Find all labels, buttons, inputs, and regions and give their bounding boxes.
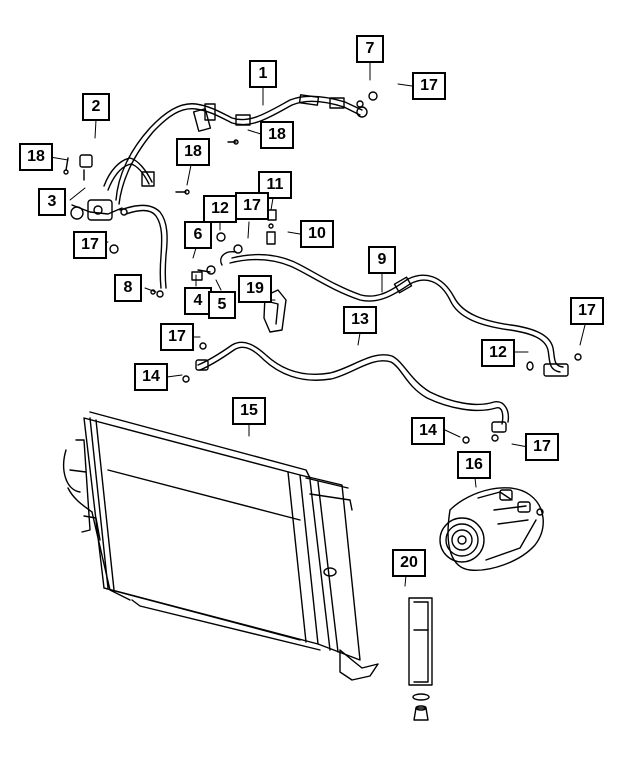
callout-17-top-right: 17 (412, 72, 446, 100)
callout-13: 13 (343, 306, 377, 334)
callout-10: 10 (300, 220, 334, 248)
callout-17-lower-right: 17 (525, 433, 559, 461)
callout-19: 19 (238, 275, 272, 303)
callout-15: 15 (232, 397, 266, 425)
callout-8: 8 (114, 274, 142, 302)
callout-5: 5 (208, 291, 236, 319)
callout-17-lower-left: 17 (160, 323, 194, 351)
small-parts-middle (191, 209, 277, 281)
callout-14-left: 14 (134, 363, 168, 391)
callout-9: 9 (368, 246, 396, 274)
callout-2: 2 (82, 93, 110, 121)
callout-17-mid: 17 (235, 192, 269, 220)
callout-16: 16 (457, 451, 491, 479)
condenser (62, 411, 379, 681)
callout-3: 3 (38, 188, 66, 216)
fasteners-upper-left (63, 139, 239, 298)
filter-kit (408, 597, 433, 721)
discharge-line-assembly (70, 91, 378, 289)
callout-14-right: 14 (411, 417, 445, 445)
callout-12-upper: 12 (203, 195, 237, 223)
liquid-hose (182, 341, 510, 444)
suction-hose (220, 250, 582, 377)
callout-6: 6 (184, 221, 212, 249)
callout-12-right: 12 (481, 339, 515, 367)
callout-18-left: 18 (19, 143, 53, 171)
callout-7: 7 (356, 35, 384, 63)
callout-17-far-right: 17 (570, 297, 604, 325)
callout-17-left: 17 (73, 231, 107, 259)
bracket-part (263, 289, 287, 333)
callout-1: 1 (249, 60, 277, 88)
compressor (439, 487, 544, 571)
callout-18-upper: 18 (176, 138, 210, 166)
callout-20: 20 (392, 549, 426, 577)
callout-18-right: 18 (260, 121, 294, 149)
